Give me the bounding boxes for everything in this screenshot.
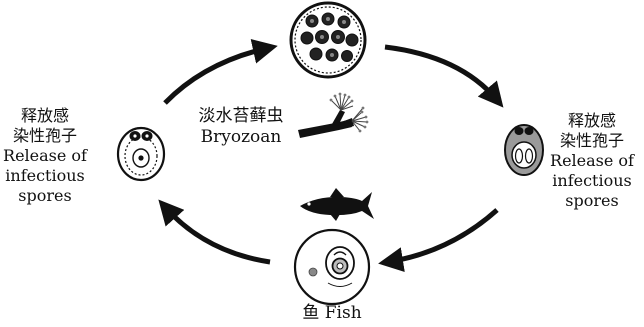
left-label-en-1: Release of bbox=[0, 146, 90, 166]
right-release-label: 释放感 染性孢子 Release of infectious spores bbox=[542, 111, 642, 211]
bryozoan-label-zh: 淡水苔藓虫 bbox=[185, 106, 297, 127]
fish-label: 鱼 Fish bbox=[292, 303, 372, 324]
arrow-left-to-top bbox=[165, 48, 268, 103]
bryozoan-label: 淡水苔藓虫 Bryozoan bbox=[185, 106, 297, 149]
bryozoan-label-en: Bryozoan bbox=[185, 127, 297, 148]
fish-spore-stage-icon bbox=[295, 230, 369, 304]
fish-label-en: Fish bbox=[325, 303, 362, 323]
fish-label-zh: 鱼 bbox=[302, 303, 319, 323]
left-label-zh-2: 染性孢子 bbox=[0, 126, 90, 146]
bryozoan-cyst-icon bbox=[291, 3, 365, 77]
right-label-zh-2: 染性孢子 bbox=[542, 131, 642, 151]
arrow-bottom-to-left bbox=[165, 207, 270, 262]
right-label-en-1: Release of bbox=[542, 151, 642, 171]
fish-silhouette-icon bbox=[300, 188, 374, 221]
left-label-zh-1: 释放感 bbox=[0, 106, 90, 126]
left-label-en-2: infectious bbox=[0, 166, 90, 186]
arrow-top-to-right bbox=[385, 47, 497, 100]
right-label-en-2: infectious bbox=[542, 171, 642, 191]
right-label-zh-1: 释放感 bbox=[542, 111, 642, 131]
myxospore-icon bbox=[118, 128, 164, 180]
bryozoan-colony-icon bbox=[298, 93, 368, 138]
left-label-en-3: spores bbox=[0, 186, 90, 206]
right-label-en-3: spores bbox=[542, 191, 642, 211]
arrow-right-to-bottom bbox=[388, 210, 497, 262]
malacospore-icon bbox=[505, 125, 543, 175]
left-release-label: 释放感 染性孢子 Release of infectious spores bbox=[0, 106, 90, 206]
